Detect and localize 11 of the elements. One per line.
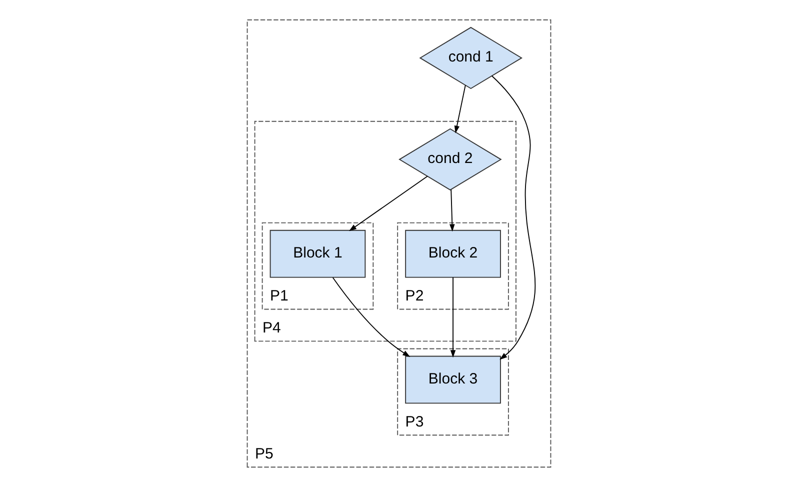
node-box: Block 2 bbox=[404, 230, 500, 278]
node-box: Block 1 bbox=[269, 230, 366, 278]
arrow bbox=[348, 176, 428, 232]
arrow bbox=[449, 189, 454, 232]
node-box: Block 3 bbox=[404, 356, 500, 404]
node-diamond: cond 1 bbox=[418, 26, 522, 90]
node-diamond: cond 2 bbox=[398, 128, 502, 190]
arrow bbox=[332, 277, 410, 357]
arrow bbox=[490, 75, 536, 360]
arrow bbox=[450, 277, 456, 358]
arrow bbox=[454, 84, 466, 134]
